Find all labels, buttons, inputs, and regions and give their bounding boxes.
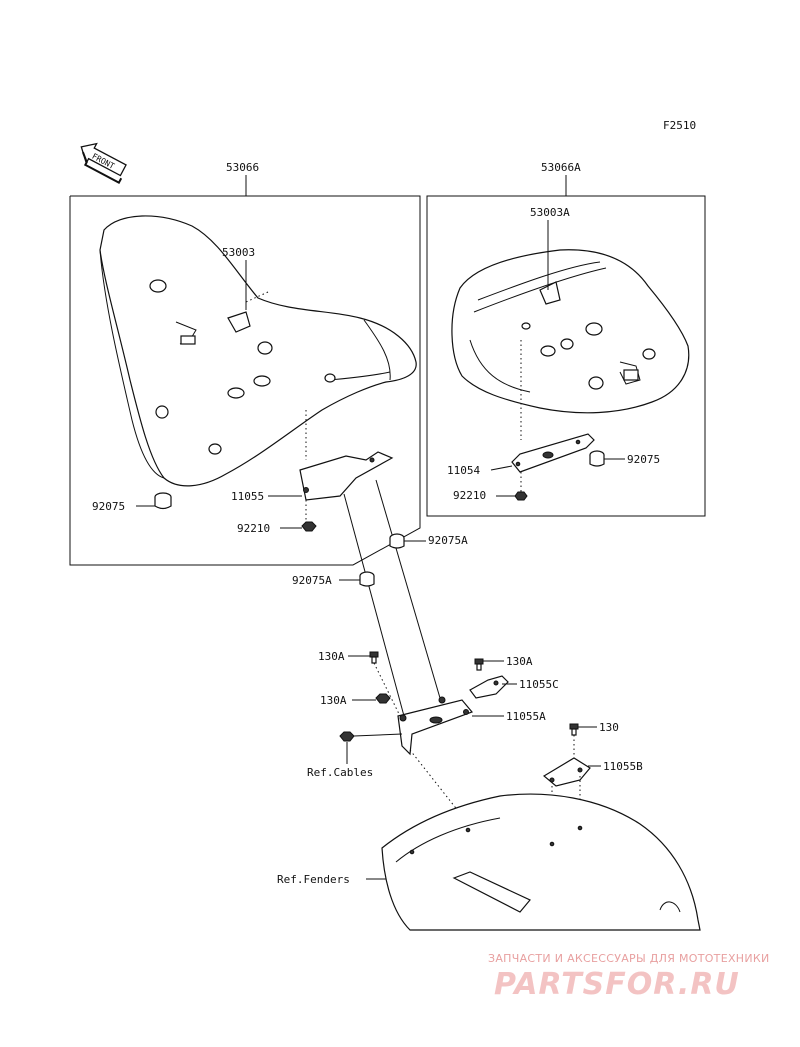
bracket-11054 [511, 433, 595, 473]
bolt-130a-1 [369, 651, 379, 664]
label-53066: 53066 [226, 161, 259, 174]
label-11055a: 11055A [506, 710, 546, 723]
label-130a-1: 130A [318, 650, 345, 663]
label-92075a-lower: 92075A [292, 574, 332, 587]
seat-assy-box [69, 195, 421, 566]
bracket-11055b [542, 757, 591, 787]
bolt-130 [569, 723, 579, 736]
label-92075-right: 92075 [627, 453, 660, 466]
label-92075a-upper: 92075A [428, 534, 468, 547]
label-92075-left: 92075 [92, 500, 125, 513]
damper-92075-left [154, 492, 172, 510]
label-130a-3: 130A [320, 694, 347, 707]
rear-fender [381, 793, 701, 931]
label-11055: 11055 [231, 490, 264, 503]
watermark-tagline: ЗАПЧАСТИ И АКСЕССУАРЫ ДЛЯ МОТОТЕХНИКИ [488, 952, 770, 965]
label-ref-fenders: Ref.Fenders [277, 873, 350, 886]
label-53003a: 53003A [530, 206, 570, 219]
bracket-11055c [469, 675, 509, 699]
seat-assy-a-box [426, 195, 706, 517]
label-ref-cables: Ref.Cables [307, 766, 373, 779]
bracket-11055 [299, 451, 394, 501]
bolt-130a-3 [375, 693, 391, 704]
bolt-130a-2 [474, 658, 484, 671]
label-92210-right: 92210 [453, 489, 486, 502]
label-11055c: 11055C [519, 678, 559, 691]
bracket-11055a [397, 696, 474, 756]
pillion-seat [451, 249, 690, 440]
label-11055b: 11055B [603, 760, 643, 773]
nut-92210-left [301, 521, 317, 532]
damper-92075a-upper [389, 533, 405, 549]
label-11054: 11054 [447, 464, 480, 477]
label-53003: 53003 [222, 246, 255, 259]
solo-seat [99, 215, 417, 487]
label-130a-2: 130A [506, 655, 533, 668]
label-53066a: 53066A [541, 161, 581, 174]
cable-clip [339, 731, 355, 742]
damper-92075-right [589, 450, 605, 467]
label-130: 130 [599, 721, 619, 734]
label-92210-left: 92210 [237, 522, 270, 535]
figure-code: F2510 [663, 119, 696, 132]
damper-92075a-lower [359, 571, 375, 587]
nut-92210-right [514, 491, 528, 501]
front-arrow-icon: FRONT [80, 142, 127, 185]
watermark-logo: PARTSFOR.RU [494, 967, 740, 1002]
